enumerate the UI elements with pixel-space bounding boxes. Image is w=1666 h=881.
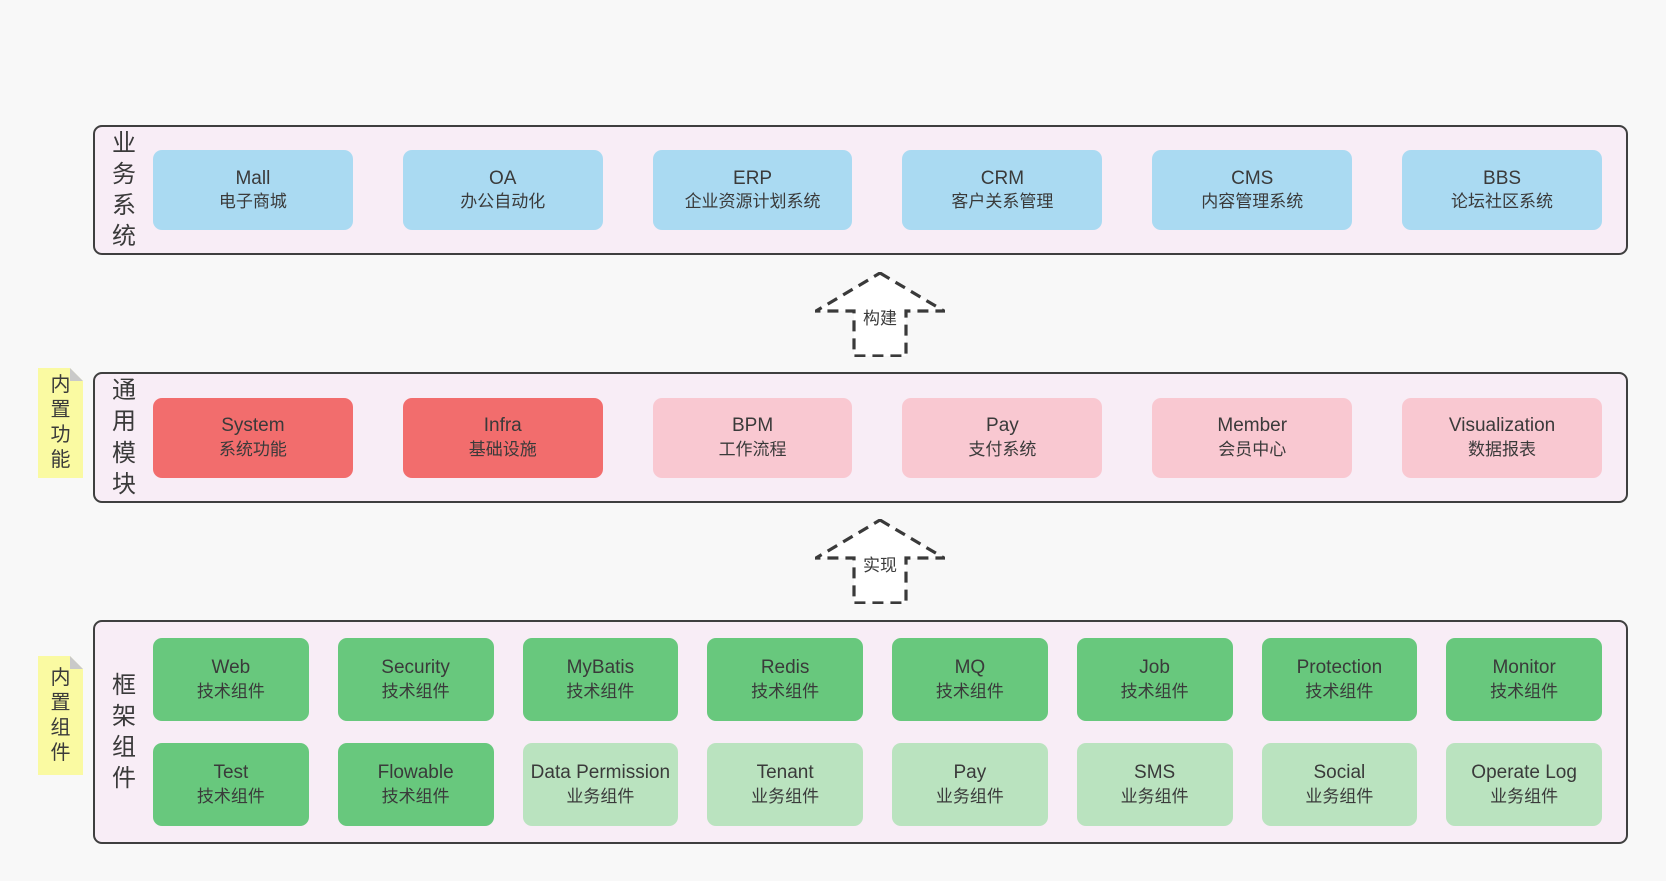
box-monitor: Monitor 技术组件 <box>1446 638 1602 721</box>
box-cms: CMS 内容管理系统 <box>1152 150 1353 230</box>
box-visualization: Visualization 数据报表 <box>1402 397 1602 478</box>
box-job: Job 技术组件 <box>1076 638 1233 721</box>
box-infra: Infra 基础设施 <box>402 397 603 478</box>
box-member: Member 会员中心 <box>1152 397 1353 478</box>
box-sms: SMS 业务组件 <box>1076 743 1233 826</box>
box-protection: Protection 技术组件 <box>1261 638 1418 721</box>
arrow-build-label: 构建 <box>860 304 900 329</box>
arrow-build: 构建 <box>815 272 945 357</box>
box-pay-module: Pay 支付系统 <box>902 397 1103 478</box>
box-erp: ERP 企业资源计划系统 <box>652 150 853 230</box>
box-tenant: Tenant 业务组件 <box>707 743 863 826</box>
sticky-note-builtin-features-label: 内置功能 <box>50 374 71 471</box>
layer-label-framework-components: 框架组件 <box>112 671 136 793</box>
layer-framework-components: 框架组件 Web 技术组件 Security 技术组件 MyBatis 技术组件… <box>93 620 1628 844</box>
arrow-implement: 实现 <box>815 519 945 604</box>
box-pay-component: Pay 业务组件 <box>892 743 1048 826</box>
sticky-note-builtin-features: 内置功能 <box>38 368 83 478</box>
box-redis: Redis 技术组件 <box>707 638 863 721</box>
box-oa: OA 办公自动化 <box>402 150 603 230</box>
arrow-implement-label: 实现 <box>860 551 900 576</box>
box-system: System 系统功能 <box>153 397 353 478</box>
sticky-note-builtin-components-label: 内置组件 <box>50 666 71 764</box>
box-test: Test 技术组件 <box>153 743 309 826</box>
box-operate-log: Operate Log 业务组件 <box>1446 743 1602 826</box>
box-web: Web 技术组件 <box>153 638 309 721</box>
layer-label-column: 业务系统 <box>95 128 153 253</box>
box-mybatis: MyBatis 技术组件 <box>522 638 679 721</box>
layer-label-common-modules: 通用模块 <box>112 377 136 498</box>
box-data-permission: Data Permission 业务组件 <box>522 743 679 826</box>
layer-label-column: 通用模块 <box>95 375 153 500</box>
box-social: Social 业务组件 <box>1261 743 1418 826</box>
box-bpm: BPM 工作流程 <box>652 397 853 478</box>
sticky-note-builtin-components: 内置组件 <box>38 656 83 775</box>
box-security: Security 技术组件 <box>337 638 494 721</box>
layer-label-column: 框架组件 <box>95 670 153 795</box>
box-mq: MQ 技术组件 <box>892 638 1048 721</box>
box-crm: CRM 客户关系管理 <box>902 150 1103 230</box>
layer-common-modules: 通用模块 System 系统功能 Infra 基础设施 BPM 工作流程 Pay… <box>93 372 1628 503</box>
layer-label-business-systems: 业务系统 <box>112 129 136 251</box>
box-flowable: Flowable 技术组件 <box>337 743 494 826</box>
box-bbs: BBS 论坛社区系统 <box>1402 150 1602 230</box>
box-mall: Mall 电子商城 <box>153 150 353 230</box>
layer-business-systems: 业务系统 Mall 电子商城 OA 办公自动化 ERP 企业资源计划系统 CRM… <box>93 125 1628 255</box>
